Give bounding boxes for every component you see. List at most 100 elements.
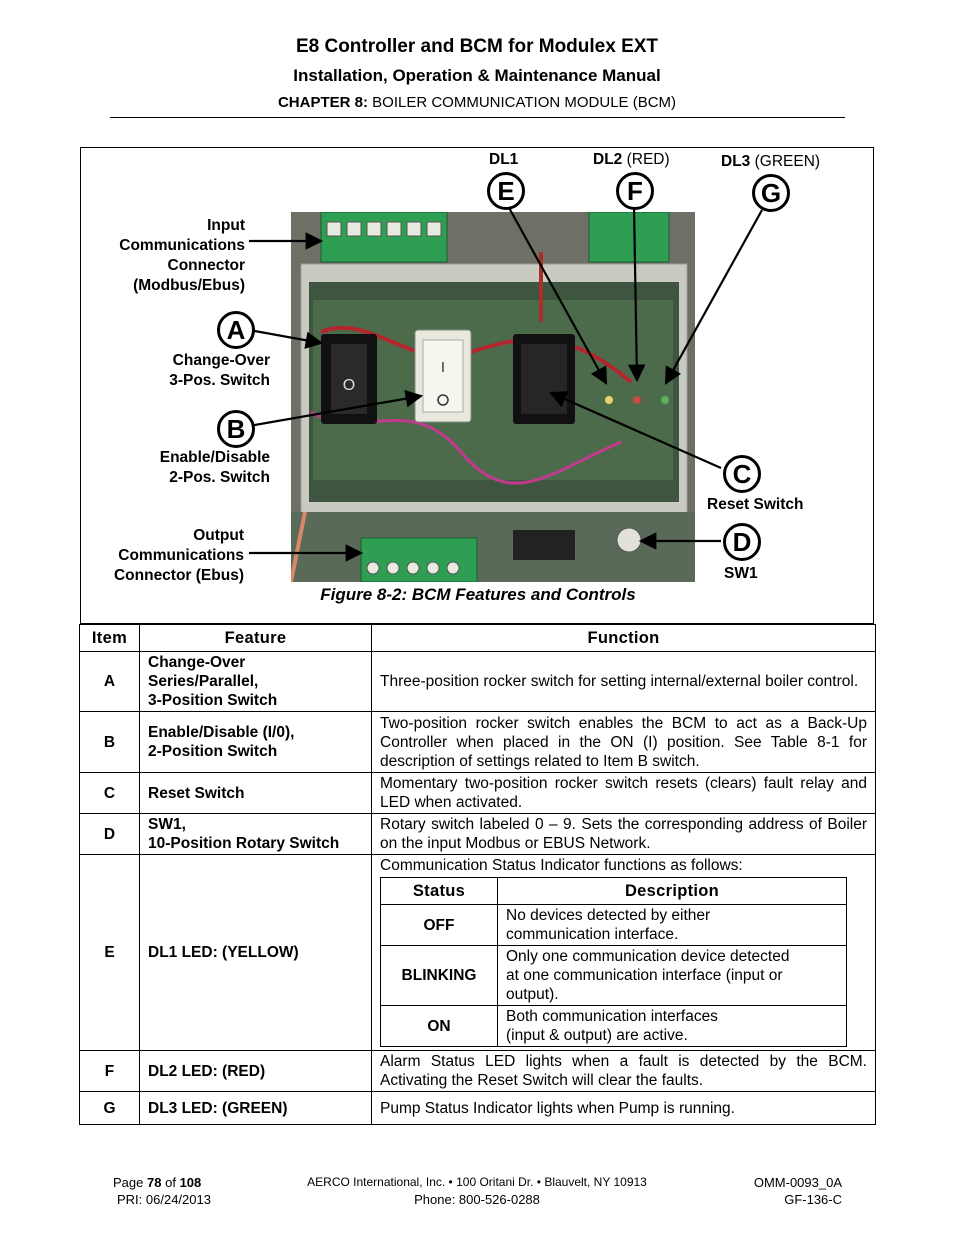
feature-line: SW1,	[148, 816, 186, 833]
changeover-label-line: 3-Pos. Switch	[169, 372, 270, 389]
table-header-row: Item Feature Function	[79, 624, 876, 652]
feature-cell: DL1 LED: (YELLOW)	[139, 854, 372, 1051]
callout-f: F	[616, 172, 654, 210]
feature-line: Enable/Disable (I/0),	[148, 724, 295, 741]
callout-b: B	[217, 410, 255, 448]
table-row: C Reset Switch Momentary two-position ro…	[79, 772, 876, 814]
chapter-heading: CHAPTER 8: BOILER COMMUNICATION MODULE (…	[0, 94, 954, 111]
enable-label-line: Enable/Disable	[159, 449, 270, 466]
status-row: BLINKING Only one communication device d…	[380, 945, 847, 1006]
item-cell: G	[79, 1091, 140, 1125]
page-label: Page	[113, 1175, 144, 1190]
function-cell: Three-position rocker switch for setting…	[371, 651, 876, 712]
description-header: Description	[497, 877, 847, 905]
status-header-row: Status Description	[380, 877, 847, 905]
callout-c: C	[723, 455, 761, 493]
callout-a: A	[217, 311, 255, 349]
output-label-line: Connector (Ebus)	[113, 567, 244, 584]
item-cell: D	[79, 813, 140, 855]
output-label-line: Communications	[118, 547, 244, 564]
document-subtitle: Installation, Operation & Maintenance Ma…	[293, 66, 661, 85]
dl2-name: DL2	[593, 151, 623, 168]
table-row: E DL1 LED: (YELLOW) Communication Status…	[79, 854, 876, 1051]
footer-phone: Phone: 800-526-0288	[414, 1192, 540, 1207]
footer-company: AERCO International, Inc. • 100 Oritani …	[307, 1175, 647, 1189]
dl3-name: DL3	[721, 153, 751, 170]
feature-line: DL1 LED: (YELLOW)	[148, 944, 299, 961]
status-cell: BLINKING	[380, 945, 498, 1006]
description-line: communication interface.	[506, 926, 679, 943]
figure-box: O I	[80, 147, 874, 624]
description-line: Both communication interfaces	[506, 1008, 718, 1025]
page-number: 78	[147, 1175, 162, 1190]
status-table: Status Description OFF No devices detect…	[380, 877, 847, 1047]
function-intro: Communication Status Indicator functions…	[380, 857, 743, 874]
bcm-board-illustration: O I	[291, 212, 695, 582]
dl2-label: DL2 (RED)	[593, 150, 670, 170]
header-function: Function	[371, 624, 876, 652]
status-header: Status	[380, 877, 498, 905]
switch-off-glyph: O	[343, 377, 355, 394]
dl1-label: DL1	[489, 151, 519, 168]
status-row: OFF No devices detected by either commun…	[380, 904, 847, 946]
item-cell: B	[79, 711, 140, 773]
table-row: F DL2 LED: (RED) Alarm Status LED lights…	[79, 1050, 876, 1092]
input-label-line: (Modbus/Ebus)	[133, 277, 245, 294]
function-cell: Two-position rocker switch enables the B…	[371, 711, 876, 773]
dl3-label: DL3 (GREEN)	[721, 152, 820, 172]
table-row: B Enable/Disable (I/0), 2-Position Switc…	[79, 711, 876, 773]
description-cell: No devices detected by either communicat…	[497, 904, 847, 946]
feature-line: 2-Position Switch	[148, 743, 278, 760]
item-cell: F	[79, 1050, 140, 1092]
features-table: Item Feature Function A Change-Over Seri…	[79, 624, 876, 1125]
function-cell: Pump Status Indicator lights when Pump i…	[371, 1091, 876, 1125]
dl2-color: (RED)	[626, 151, 670, 168]
sw1-label: SW1	[724, 565, 758, 582]
table-row: G DL3 LED: (GREEN) Pump Status Indicator…	[79, 1091, 876, 1125]
page-of: of	[165, 1175, 176, 1190]
callout-arrows	[248, 205, 763, 562]
item-cell: E	[79, 854, 140, 1051]
input-label-line: Connector	[167, 257, 246, 274]
function-cell: Rotary switch labeled 0 – 9. Sets the co…	[371, 813, 876, 855]
footer-doc-number: OMM-0093_0A	[753, 1175, 842, 1190]
description-line: No devices detected by either	[506, 907, 711, 924]
function-cell: Momentary two-position rocker switch res…	[371, 772, 876, 814]
input-label-line: Input	[207, 217, 245, 234]
status-cell: ON	[380, 1005, 498, 1047]
feature-cell: DL3 LED: (GREEN)	[139, 1091, 372, 1125]
feature-line: DL2 LED: (RED)	[148, 1062, 266, 1080]
feature-line: 10-Position Rotary Switch	[148, 835, 340, 852]
description-line: output).	[506, 986, 559, 1003]
footer-form-number: GF-136-C	[784, 1192, 842, 1207]
description-line: (input & output) are active.	[506, 1027, 688, 1044]
feature-cell: DL2 LED: (RED)	[139, 1050, 372, 1092]
switch-on-glyph: I	[441, 359, 445, 376]
feature-line: DL3 LED: (GREEN)	[148, 1099, 288, 1117]
input-label-line: Communications	[119, 237, 245, 254]
item-cell: A	[79, 651, 140, 712]
status-row: ON Both communication interfaces (input …	[380, 1005, 847, 1047]
item-cell: C	[79, 772, 140, 814]
header-item: Item	[79, 624, 140, 652]
feature-line: Change-Over	[148, 654, 246, 671]
header-rule	[110, 117, 845, 118]
feature-line: Reset Switch	[148, 784, 245, 802]
enable-label-line: 2-Pos. Switch	[169, 469, 270, 486]
feature-cell: Enable/Disable (I/0), 2-Position Switch	[139, 711, 372, 773]
callout-g: G	[752, 174, 790, 212]
footer-page: Page 78 of 108	[113, 1174, 201, 1191]
page-total: 108	[179, 1175, 202, 1190]
feature-line: Series/Parallel,	[148, 673, 259, 690]
feature-line: 3-Position Switch	[148, 692, 278, 709]
description-line: Only one communication device detected	[506, 948, 790, 965]
figure-caption: Figure 8-2: BCM Features and Controls	[320, 585, 636, 604]
status-cell: OFF	[380, 904, 498, 946]
description-cell: Only one communication device detected a…	[497, 945, 847, 1006]
output-connector-label: Output Communications Connector (Ebus)	[81, 526, 244, 586]
output-label-line: Output	[193, 527, 244, 544]
description-line: at one communication interface (input or	[506, 967, 783, 984]
chapter-title: BOILER COMMUNICATION MODULE (BCM)	[372, 94, 677, 111]
table-row: D SW1, 10-Position Rotary Switch Rotary …	[79, 813, 876, 855]
dl3-color: (GREEN)	[754, 153, 821, 170]
